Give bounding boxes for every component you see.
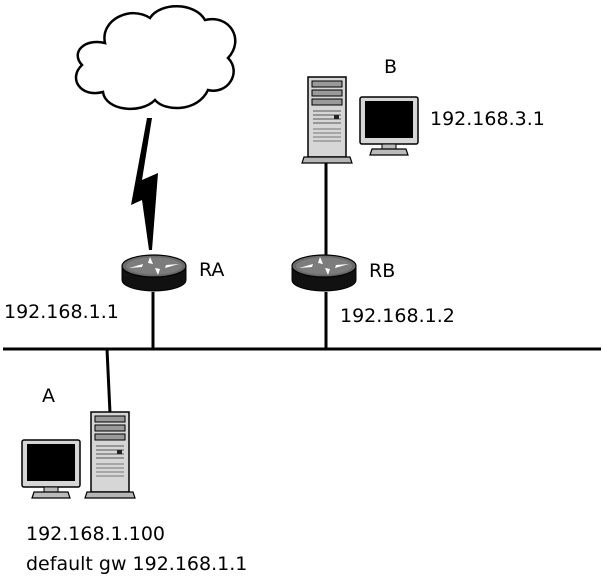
host-b-ip: 192.168.3.1 [430,108,545,130]
router-ra-ip: 192.168.1.1 [4,301,119,323]
monitor-icon [21,439,81,499]
router-rb-icon [291,254,357,292]
cable-a [105,348,112,414]
host-a-ip: 192.168.1.100 [26,523,165,545]
server-tower-icon [84,411,136,499]
cloud-icon [74,5,237,111]
host-a-gateway: default gw 192.168.1.1 [26,553,247,575]
router-ra-label: RA [199,259,224,281]
host-a-label: A [42,385,55,407]
monitor-icon [359,96,419,156]
lightning-icon [131,118,158,250]
router-ra-icon [121,254,187,292]
host-b-label: B [384,56,397,78]
router-rb-ip: 192.168.1.2 [340,305,455,327]
server-tower-icon [301,76,353,164]
router-rb-label: RB [369,260,395,282]
